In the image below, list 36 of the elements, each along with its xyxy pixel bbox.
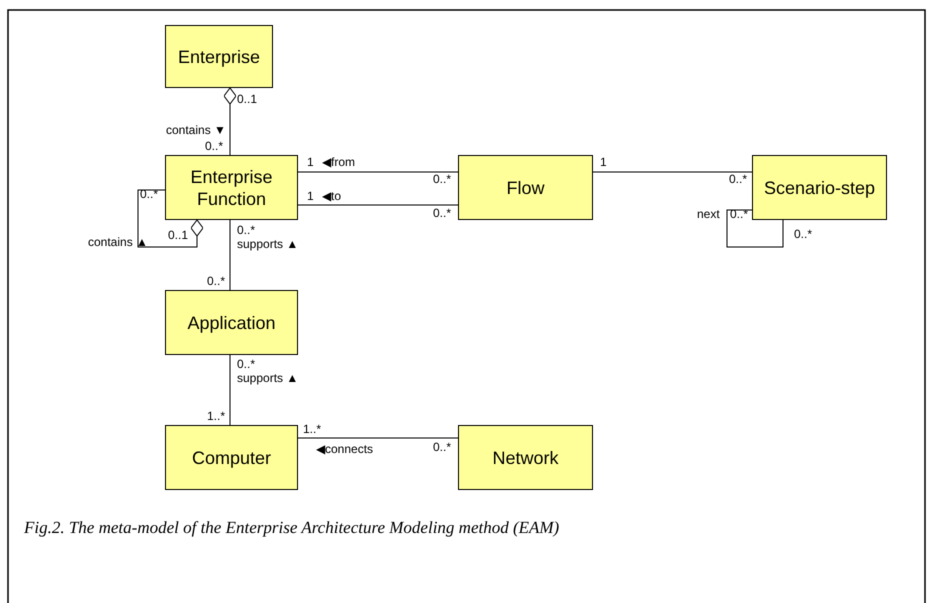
- multiplicity-label: 0..*: [433, 441, 452, 454]
- multiplicity-label: 0..*: [237, 358, 256, 371]
- association-line: [726, 210, 784, 248]
- edge-label: ◀connects: [316, 443, 374, 456]
- aggregation-line: [138, 190, 204, 248]
- multiplicity-label: 1..*: [303, 423, 322, 436]
- edge-label: contains ▼: [166, 124, 226, 137]
- class-box: Scenario-step: [752, 155, 887, 220]
- multiplicity-label: 1: [307, 190, 314, 203]
- multiplicity-label: 0..*: [433, 207, 452, 220]
- edge-label: ◀from: [322, 156, 355, 169]
- association-line: [298, 204, 458, 206]
- class-box: Flow: [458, 155, 593, 220]
- multiplicity-label: 0..*: [237, 224, 256, 237]
- edge-label: contains ▲: [88, 236, 148, 249]
- figure-caption: Fig.2. The meta-model of the Enterprise Architecture Modeling method (EAM): [24, 518, 560, 538]
- edge-label: supports ▲: [237, 372, 298, 385]
- multiplicity-label: 0..*: [794, 228, 812, 241]
- multiplicity-label: 0..*: [729, 173, 748, 186]
- edge-label: ◀to: [322, 190, 342, 203]
- multiplicity-label: 0..*: [205, 140, 224, 153]
- edge-label: next: [697, 208, 720, 221]
- class-box: Enterprise Function: [165, 155, 298, 220]
- multiplicity-label: 0..*: [207, 275, 226, 288]
- edge-label: supports ▲: [237, 238, 298, 251]
- multiplicity-label: 0..*: [433, 173, 452, 186]
- class-box: Enterprise: [165, 25, 273, 88]
- multiplicity-label: 1: [307, 156, 314, 169]
- multiplicity-label: 1..*: [207, 410, 226, 423]
- multiplicity-label: 1: [600, 156, 607, 169]
- multiplicity-label: 0..1: [168, 229, 188, 242]
- class-box: Computer: [165, 425, 298, 490]
- aggregation-line: [224, 88, 236, 156]
- class-box: Network: [458, 425, 593, 490]
- class-box: Application: [165, 290, 298, 355]
- multiplicity-label: 0..1: [237, 93, 258, 106]
